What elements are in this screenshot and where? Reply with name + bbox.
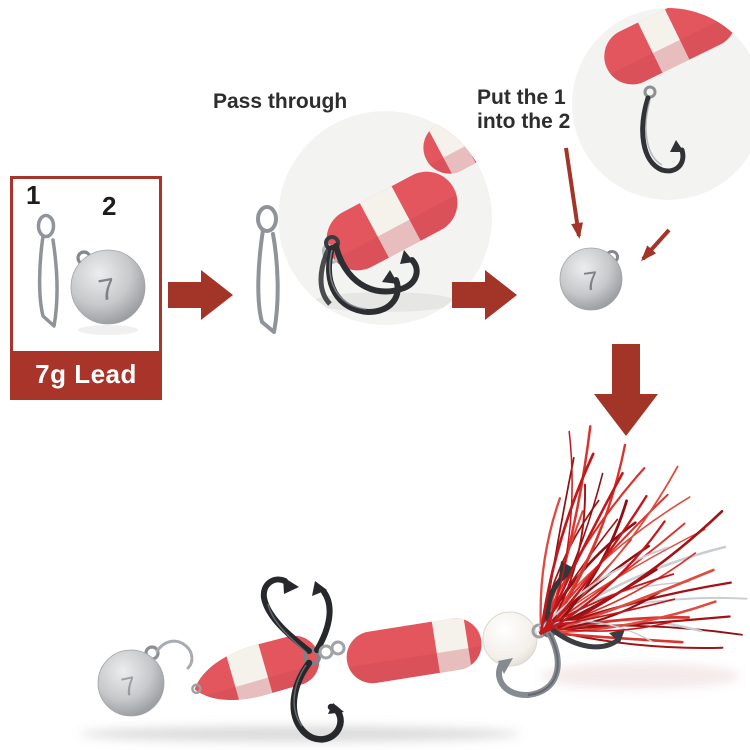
hook-barb (400, 250, 414, 264)
snap-clip-large (256, 205, 280, 334)
tinsel-tail-icon (538, 430, 676, 643)
tinsel-strand (543, 568, 715, 635)
hook-barb (382, 270, 398, 284)
arrow-down-icon (594, 344, 658, 436)
step2-lead-ball: 7 (559, 247, 623, 311)
arrow-right-icon (452, 270, 517, 320)
hook-barb (609, 629, 625, 643)
snap-clip-icon (155, 639, 194, 670)
tinsel-strand (539, 452, 595, 635)
pointer-arrow-icon (640, 228, 671, 262)
weight-marking: 7 (119, 670, 139, 702)
assembled-lure: 7 (80, 425, 748, 743)
tinsel-strand (546, 520, 666, 632)
tinsel-strand (541, 573, 675, 630)
kit-snap-clip (36, 213, 59, 328)
lure-lead-ball: 7 (97, 645, 165, 717)
front-treble-hook (260, 576, 344, 743)
hook-prong (545, 568, 575, 625)
tinsel-strand (539, 497, 562, 633)
white-bead (482, 611, 538, 667)
hook-highlight (293, 664, 307, 727)
tinsel-strand (544, 494, 648, 633)
hook-prong (640, 95, 686, 174)
lead-ball-body (559, 247, 623, 311)
pointer-arrow-icon (564, 147, 584, 239)
snap-clip-wire (256, 228, 280, 334)
tinsel-strand (541, 471, 624, 634)
step2-photo-circle (572, 8, 750, 200)
lead-ball-body (97, 649, 165, 717)
hook-barb (312, 581, 327, 596)
hook-barb (283, 577, 299, 594)
hook-prong (260, 576, 312, 654)
hook-highlight (527, 632, 559, 696)
hook-prong (314, 589, 333, 653)
snap-clip-wire (37, 234, 59, 328)
kit-banner: 7g Lead (13, 351, 159, 397)
hook-prong (333, 243, 420, 295)
link-ring (318, 644, 334, 660)
ball-shadow (78, 325, 138, 335)
hook-highlight (267, 603, 308, 654)
tinsel-strand (543, 598, 676, 629)
lure-eyelet (191, 683, 202, 695)
weight-marking: 7 (96, 272, 118, 307)
snap-clip-loop (36, 213, 56, 239)
tinsel-strand (547, 430, 573, 628)
treble-hook-icon (318, 235, 420, 316)
link-ring (330, 640, 346, 656)
hook-highlight (645, 99, 663, 166)
kit-box: 7g Lead (10, 176, 162, 400)
lure-shadow (80, 663, 740, 742)
hook-highlight (329, 249, 367, 310)
weight-marking: 7 (582, 265, 601, 297)
tinsel-strand (538, 546, 668, 631)
lead-ball-body (70, 249, 146, 325)
hook-barb (328, 703, 344, 714)
hook-barb (498, 658, 513, 674)
kit-lead-ball: 7 (70, 249, 146, 335)
hook-barb (670, 140, 684, 152)
hook-prong (550, 627, 621, 650)
tinsel-strand (545, 600, 717, 634)
lure-rear-segment (342, 614, 486, 687)
treble-hook-icon (640, 85, 686, 174)
arrow-right-icon (168, 270, 233, 320)
hook-prong (318, 244, 333, 306)
snap-clip-loop (256, 205, 278, 233)
tinsel-strand (545, 621, 672, 632)
